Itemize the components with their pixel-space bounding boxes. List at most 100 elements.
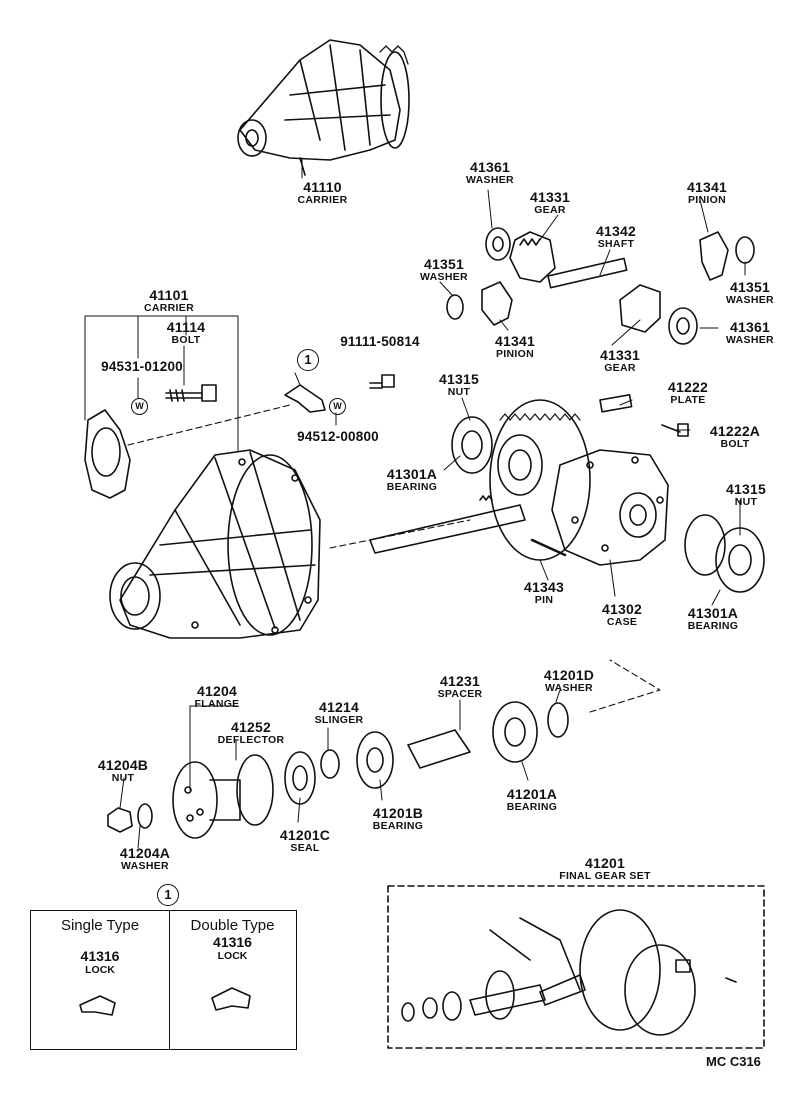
part-name: WASHER	[726, 333, 774, 346]
part-name: BEARING	[386, 480, 438, 493]
part-number: 91111-50814	[340, 334, 420, 349]
part-number: 41301A	[687, 605, 739, 621]
lock-variants-table: Single Type 41316 LOCK Double Type 41316…	[30, 910, 297, 1050]
part-number: 41342	[596, 223, 636, 239]
final-gear-set-box	[387, 885, 765, 1049]
label-41361-lower: 41361 WASHER	[718, 320, 782, 346]
part-number: 41204A	[119, 845, 171, 861]
part-name: BEARING	[687, 619, 739, 632]
label-41222: 41222 PLATE	[660, 380, 716, 406]
label-41231: 41231 SPACER	[430, 674, 490, 700]
label-41201C: 41201C SEAL	[272, 828, 338, 854]
part-number: 41201	[585, 855, 625, 871]
part-name: BEARING	[506, 800, 558, 813]
part-name: SLINGER	[314, 713, 364, 726]
label-41315-upper: 41315 NUT	[428, 372, 490, 398]
label-41351-left: 41351 WASHER	[412, 257, 476, 283]
part-number: 41231	[440, 673, 480, 689]
column-title: Single Type	[60, 917, 140, 934]
label-41252: 41252 DEFLECTOR	[208, 720, 294, 746]
part-number: 41315	[439, 371, 479, 387]
label-41343: 41343 PIN	[516, 580, 572, 606]
part-number: 41341	[495, 333, 535, 349]
pinion-flange-parts-drawing	[107, 701, 569, 839]
part-number: 41316	[80, 948, 120, 964]
double-type-column: Double Type 41316 LOCK	[169, 911, 296, 1049]
leader-lines	[127, 404, 661, 713]
label-94531-01200: 94531-01200	[94, 359, 190, 374]
part-number: 41110	[303, 179, 342, 195]
part-name: LOCK	[85, 964, 115, 976]
label-41331-lower: 41331 GEAR	[592, 348, 648, 374]
label-41301A-left: 41301A BEARING	[378, 467, 446, 493]
part-number: 94512-00800	[297, 429, 379, 444]
carrier-assembly-drawing	[237, 39, 410, 176]
part-number: 94531-01200	[101, 359, 183, 374]
part-number: 41222A	[709, 423, 761, 439]
bearing-cap-drawing	[84, 409, 131, 499]
part-number: 41361	[730, 319, 770, 335]
carrier-housing-drawing	[109, 449, 321, 639]
bolt-drawing	[165, 384, 217, 402]
part-name: FLANGE	[194, 697, 240, 710]
part-name: CASE	[606, 615, 638, 628]
label-41331-upper: 41331 GEAR	[522, 190, 578, 216]
part-name: NUT	[734, 495, 758, 508]
part-number: 41204	[197, 683, 237, 699]
label-41201D: 41201D WASHER	[536, 668, 602, 694]
label-41315-lower: 41315 NUT	[716, 482, 776, 508]
part-name: FINAL GEAR SET	[559, 869, 651, 882]
part-number: 41201D	[543, 667, 595, 683]
part-name: CARRIER	[144, 301, 194, 314]
part-number: 41331	[600, 347, 640, 363]
label-41110: 41110 CARRIER	[285, 180, 360, 206]
part-name: WASHER	[121, 859, 169, 872]
part-name: SHAFT	[597, 237, 635, 250]
part-name: WASHER	[466, 173, 514, 186]
part-number: 41302	[602, 601, 642, 617]
column-title: Double Type	[190, 917, 275, 934]
part-name: WASHER	[545, 681, 593, 694]
part-name: PIN	[534, 593, 554, 606]
label-41351-right: 41351 WASHER	[718, 280, 782, 306]
label-41222A: 41222A BOLT	[700, 424, 770, 450]
small-bolt-drawing	[369, 374, 395, 389]
callout-1-marker: 1	[157, 884, 179, 906]
lock-drawings	[79, 987, 251, 1016]
part-number: 41201B	[372, 805, 424, 821]
part-number: 41204B	[97, 757, 149, 773]
part-number: 41341	[687, 179, 727, 195]
label-41114: 41114 BOLT	[158, 320, 214, 346]
part-name: WASHER	[726, 293, 774, 306]
part-name: SEAL	[290, 841, 320, 854]
diff-gear-parts-drawing	[446, 227, 755, 345]
part-name: BOLT	[720, 437, 750, 450]
part-number: 41351	[730, 279, 770, 295]
part-number: 41101	[149, 287, 189, 303]
part-name: BOLT	[171, 333, 201, 346]
part-number: 41222	[668, 379, 708, 395]
label-41201B: 41201B BEARING	[362, 806, 434, 832]
part-name: SPACER	[437, 687, 483, 700]
label-41301A-right: 41301A BEARING	[678, 606, 748, 632]
part-name: LOCK	[217, 950, 248, 962]
label-41201A: 41201A BEARING	[496, 787, 568, 813]
label-41204B: 41204B NUT	[92, 758, 154, 784]
part-number: 41316	[213, 934, 252, 950]
part-name: BEARING	[372, 819, 424, 832]
part-name: GEAR	[604, 361, 636, 374]
label-41342: 41342 SHAFT	[588, 224, 644, 250]
single-type-column: Single Type 41316 LOCK	[31, 911, 169, 1049]
part-name: CARRIER	[297, 193, 348, 206]
part-number: 41361	[470, 159, 510, 175]
label-41204A: 41204A WASHER	[110, 846, 180, 872]
part-number: 41201C	[279, 827, 331, 843]
label-41101: 41101 CARRIER	[136, 288, 202, 314]
label-41302: 41302 CASE	[594, 602, 650, 628]
part-number: 41114	[166, 319, 206, 335]
part-number: 41214	[319, 699, 359, 715]
part-name: PINION	[688, 193, 726, 206]
label-41204: 41204 FLANGE	[186, 684, 248, 710]
label-41201: 41201 FINAL GEAR SET	[545, 856, 665, 882]
